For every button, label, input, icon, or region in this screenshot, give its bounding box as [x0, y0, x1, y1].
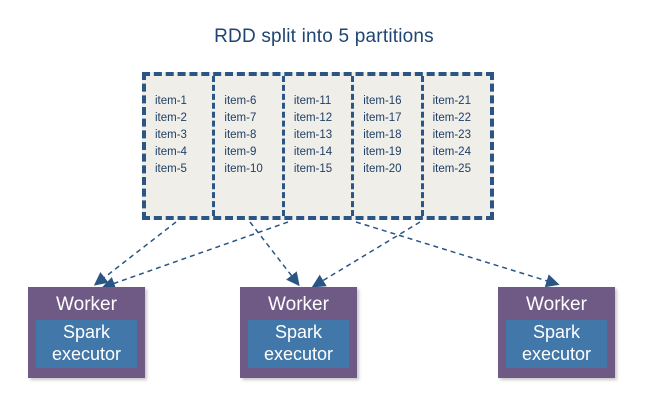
arrow-partition5-worker2	[311, 221, 421, 288]
arrow-partition2-worker2	[249, 221, 300, 287]
list-item: item-13	[293, 129, 333, 141]
spark-executor-box: Spark executor	[36, 320, 137, 368]
list-item: item-7	[224, 112, 257, 124]
list-item: item-18	[363, 129, 402, 141]
list-item: item-23	[432, 129, 471, 141]
arrow-partition3-worker1	[101, 221, 289, 290]
list-item: item-6	[224, 95, 257, 107]
list-item: item-10	[224, 163, 263, 175]
spark-executor-box: Spark executor	[506, 320, 607, 368]
executor-label-line2: executor	[263, 344, 334, 364]
page-title: RDD split into 5 partitions	[214, 26, 434, 47]
list-item: item-24	[432, 146, 471, 158]
list-item: item-20	[363, 163, 402, 175]
executor-label-line2: executor	[521, 344, 592, 364]
list-item: item-8	[224, 129, 257, 141]
list-item: item-1	[155, 95, 187, 107]
executor-label-line1: Spark	[274, 322, 323, 342]
list-item: item-11	[293, 95, 332, 107]
list-item: item-25	[432, 163, 471, 175]
list-item: item-21	[432, 95, 471, 107]
partition-2: item-6 item-7 item-8 item-9 item-10	[212, 76, 281, 216]
list-item: item-12	[293, 112, 333, 124]
partition-5: item-21 item-22 item-23 item-24 item-25	[420, 76, 490, 216]
list-item: item-22	[432, 112, 471, 124]
partition-4: item-16 item-17 item-18 item-19 item-20	[351, 76, 420, 216]
worker-title: Worker	[268, 294, 329, 315]
list-item: item-15	[293, 163, 333, 175]
list-item: item-14	[293, 146, 333, 158]
spark-executor-box: Spark executor	[248, 320, 349, 368]
worker-node-3[interactable]: Worker Spark executor	[498, 287, 615, 378]
list-item: item-17	[363, 112, 402, 124]
list-item: item-5	[155, 163, 187, 175]
worker-title: Worker	[56, 294, 117, 315]
worker-node-2[interactable]: Worker Spark executor	[240, 287, 357, 378]
executor-label-line1: Spark	[532, 322, 581, 342]
list-item: item-3	[155, 129, 187, 141]
list-item: item-16	[363, 95, 402, 107]
executor-label-line1: Spark	[62, 322, 111, 342]
partition-3: item-11 item-12 item-13 item-14 item-15	[281, 76, 351, 216]
worker-title: Worker	[526, 294, 587, 315]
executor-label-line2: executor	[51, 344, 122, 364]
list-item: item-4	[155, 146, 187, 158]
list-item: item-19	[363, 146, 402, 158]
arrow-partition1-worker1	[93, 221, 177, 286]
list-item: item-9	[224, 146, 257, 158]
rdd-partition-container: item-1 item-2 item-3 item-4 item-5 item-…	[142, 72, 494, 220]
list-item: item-2	[155, 112, 187, 124]
partition-1: item-1 item-2 item-3 item-4 item-5	[146, 76, 212, 216]
arrow-partition4-worker3	[355, 221, 560, 288]
worker-node-1[interactable]: Worker Spark executor	[28, 287, 145, 378]
